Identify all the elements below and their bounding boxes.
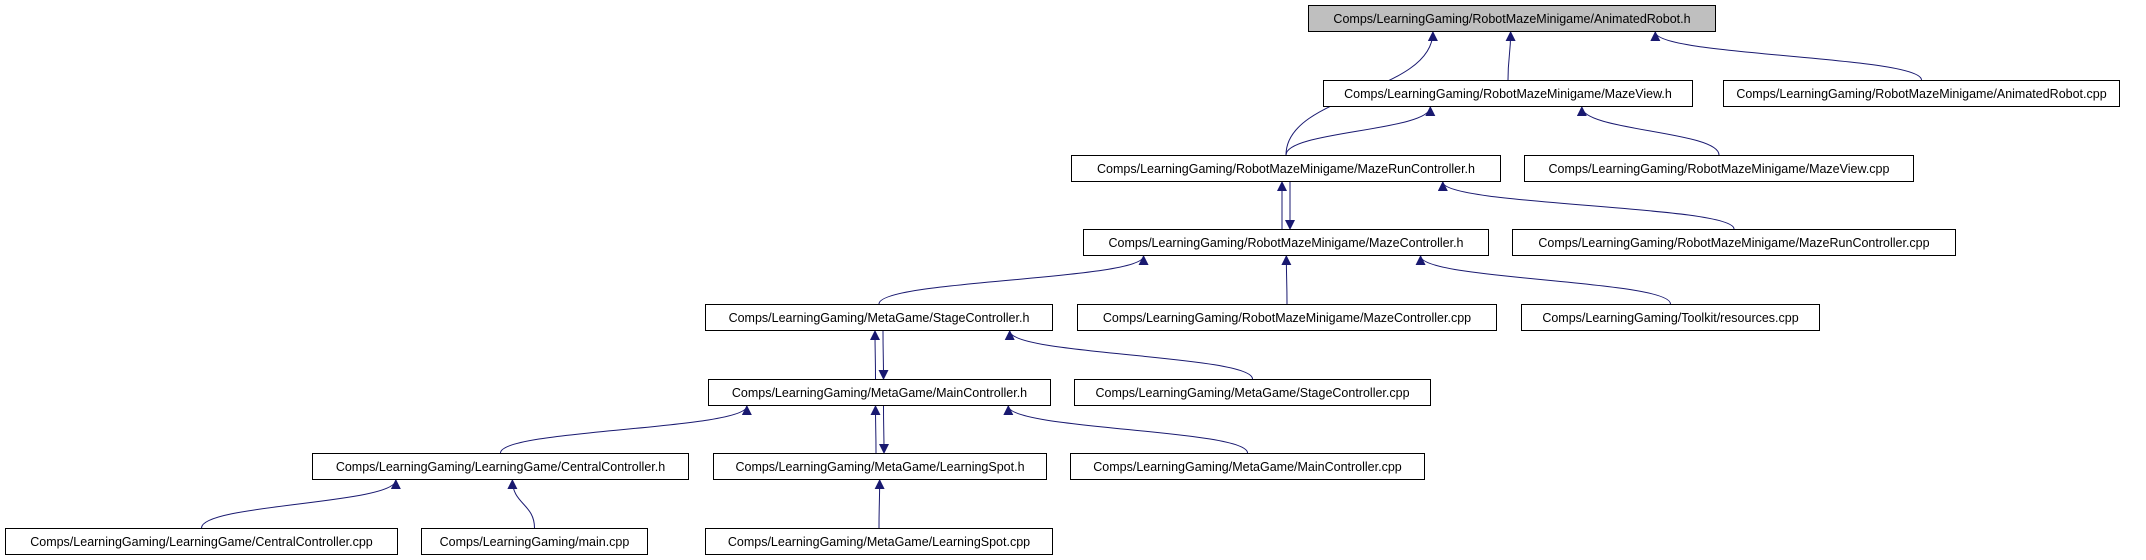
node-stagecontroller-cpp[interactable]: Comps/LearningGaming/MetaGame/StageContr… bbox=[1074, 379, 1431, 406]
node-maincontroller-cpp[interactable]: Comps/LearningGaming/MetaGame/MainContro… bbox=[1070, 453, 1425, 480]
edge-maincontroller_cpp-to-maincontroller_h bbox=[1003, 405, 1248, 454]
node-animatedrobot-h[interactable]: Comps/LearningGaming/RobotMazeMinigame/A… bbox=[1308, 5, 1716, 32]
edge-stagecontroller_h-to-mazecontroller_h bbox=[878, 255, 1149, 305]
edge-stagecontroller_cpp-to-stagecontroller_h bbox=[1004, 330, 1253, 380]
node-mazecontroller-cpp[interactable]: Comps/LearningGaming/RobotMazeMinigame/M… bbox=[1077, 304, 1497, 331]
edge-mazeruncontroller_h-to-mazeview_h bbox=[1285, 106, 1436, 156]
edge-resources_cpp-to-mazecontroller_h bbox=[1415, 255, 1671, 305]
node-mazeruncontroller-cpp[interactable]: Comps/LearningGaming/RobotMazeMinigame/M… bbox=[1512, 229, 1956, 256]
edge-mazecontroller_cpp-to-mazecontroller_h bbox=[1281, 255, 1292, 305]
node-mazeview-h[interactable]: Comps/LearningGaming/RobotMazeMinigame/M… bbox=[1323, 80, 1693, 107]
node-centralcontroller-cpp[interactable]: Comps/LearningGaming/LearningGame/Centra… bbox=[5, 528, 398, 555]
edge-learningspot_cpp-to-learningspot_h bbox=[874, 479, 885, 529]
node-learningspot-cpp[interactable]: Comps/LearningGaming/MetaGame/LearningSp… bbox=[705, 528, 1053, 555]
node-centralcontroller-h[interactable]: Comps/LearningGaming/LearningGame/Centra… bbox=[312, 453, 689, 480]
node-mazeruncontroller-h[interactable]: Comps/LearningGaming/RobotMazeMinigame/M… bbox=[1071, 155, 1501, 182]
edge-animatedrobot_cpp-to-animatedrobot_h bbox=[1650, 31, 1922, 81]
edge-centralcontroller_cpp-to-centralcontroller_h bbox=[201, 479, 401, 529]
edge-mazeview_h-to-animatedrobot_h bbox=[1505, 31, 1516, 81]
node-maincontroller-h[interactable]: Comps/LearningGaming/MetaGame/MainContro… bbox=[708, 379, 1051, 406]
edge-centralcontroller_h-to-maincontroller_h bbox=[500, 405, 752, 454]
node-main-cpp[interactable]: Comps/LearningGaming/main.cpp bbox=[421, 528, 648, 555]
edge-maincontroller_h-to-stagecontroller_h bbox=[870, 330, 881, 380]
node-stagecontroller-h[interactable]: Comps/LearningGaming/MetaGame/StageContr… bbox=[705, 304, 1053, 331]
edge-mazeview_cpp-to-mazeview_h bbox=[1576, 106, 1720, 156]
node-mazeview-cpp[interactable]: Comps/LearningGaming/RobotMazeMinigame/M… bbox=[1524, 155, 1914, 182]
edge-maincontroller_h-to-learningspot_h bbox=[878, 405, 889, 454]
edge-mazeruncontroller_cpp-to-mazeruncontroller_h bbox=[1437, 181, 1735, 230]
node-resources-cpp[interactable]: Comps/LearningGaming/Toolkit/resources.c… bbox=[1521, 304, 1820, 331]
edge-main_cpp-to-centralcontroller_h bbox=[507, 479, 535, 529]
edge-stagecontroller_h-to-maincontroller_h bbox=[878, 330, 889, 380]
node-animatedrobot-cpp[interactable]: Comps/LearningGaming/RobotMazeMinigame/A… bbox=[1723, 80, 2120, 107]
edge-learningspot_h-to-maincontroller_h bbox=[870, 405, 881, 454]
node-mazecontroller-h[interactable]: Comps/LearningGaming/RobotMazeMinigame/M… bbox=[1083, 229, 1489, 256]
node-learningspot-h[interactable]: Comps/LearningGaming/MetaGame/LearningSp… bbox=[713, 453, 1047, 480]
